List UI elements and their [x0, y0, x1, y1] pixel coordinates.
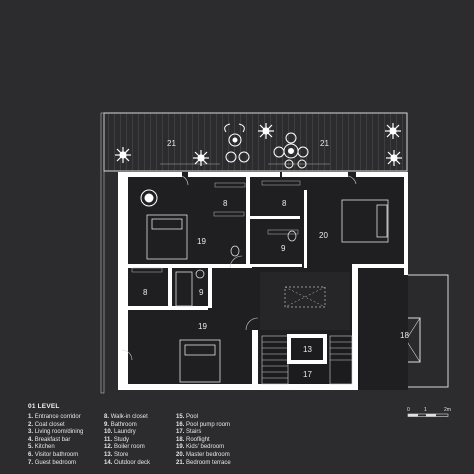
legend-item: 7. Guest bedroom: [28, 459, 77, 466]
legend-item: 2. Coat closet: [28, 421, 65, 428]
door-swing: [121, 175, 357, 361]
room-label-9-top: 9: [281, 244, 286, 253]
legend-item: 8. Walk-in closet: [104, 414, 148, 420]
store-room: [287, 334, 327, 364]
legend-item: 10. Laundry: [104, 429, 136, 436]
legend-item: 15. Pool: [176, 414, 199, 420]
legend-item: 4. Breakfast bar: [28, 436, 71, 443]
bedroom-terrace: [103, 112, 408, 172]
legend-item: 1. Entrance corridor: [28, 414, 81, 420]
room-label-8-lower: 8: [143, 288, 148, 297]
table-chairs-icon: [224, 123, 309, 169]
legend-item: 6. Visitor bathroom: [28, 451, 79, 458]
room-label-17: 17: [303, 370, 312, 379]
room-label-8-left: 8: [223, 199, 228, 208]
scale-bar: 0 1 2m: [407, 407, 451, 417]
scale-label-two: 2m: [444, 407, 451, 413]
toilet-icon: [175, 230, 297, 307]
scale-label-zero: 0: [407, 407, 410, 413]
legend-item: 5. Kitchen: [28, 444, 55, 451]
room-label-19-top: 19: [197, 237, 206, 246]
room-label-8-right: 8: [282, 199, 287, 208]
legend-item: 3. Living room/dining: [28, 429, 84, 436]
legend-item: 21. Bedroom terrace: [176, 459, 231, 466]
legend-column-2: 8. Walk-in closet 9. Bathroom 10. Laundr…: [104, 414, 150, 467]
room-label-19-bottom: 19: [198, 322, 207, 331]
room-label-9-lower: 9: [199, 288, 204, 297]
legend-column-3: 15. Pool 16. Pool pump room 17. Stairs 1…: [176, 414, 231, 467]
bed-icon: [146, 199, 389, 383]
legend-item: 20. Master bedroom: [176, 451, 230, 458]
hallway-zone: [260, 272, 350, 330]
room-label-13: 13: [303, 345, 312, 354]
scale-label-one: 1: [424, 407, 427, 413]
legend-item: 14. Outdoor deck: [104, 459, 151, 466]
legend-item: 12. Boiler room: [104, 444, 145, 451]
armchair-icon: [140, 189, 158, 207]
legend-item: 18. Rooflight: [176, 436, 210, 443]
room-label-21-right: 21: [320, 139, 329, 148]
room-label-21-left: 21: [167, 139, 176, 148]
legend-item: 17. Stairs: [176, 429, 202, 436]
legend-item: 13. Store: [104, 451, 129, 458]
legend-item: 16. Pool pump room: [176, 421, 231, 428]
legend-column-1: 1. Entrance corridor 2. Coat closet 3. L…: [28, 414, 83, 467]
closet-rail: [131, 180, 301, 273]
legend-item: 9. Bathroom: [104, 421, 137, 428]
room-label-18: 18: [400, 331, 409, 340]
legend-title: 01 LEVEL: [28, 403, 60, 410]
legend-item: 19. Kids' bedroom: [176, 444, 225, 451]
walls: [118, 172, 408, 390]
stairs: [261, 335, 353, 385]
site-boundary-line: [100, 112, 105, 394]
legend-item: 11. Study: [104, 436, 130, 443]
room-label-20: 20: [319, 231, 328, 240]
